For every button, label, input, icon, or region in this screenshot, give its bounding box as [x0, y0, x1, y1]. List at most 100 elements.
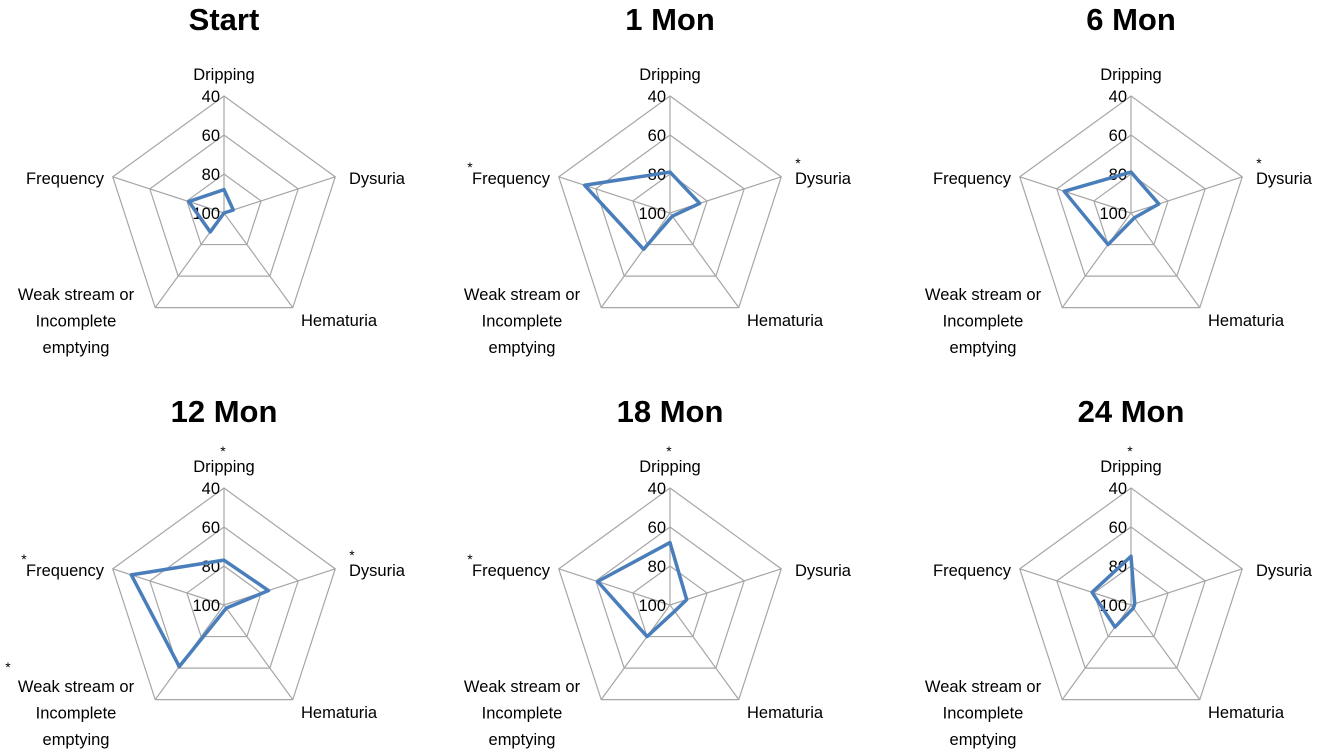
tick-label: 100 — [638, 597, 666, 615]
axis-label-line: Dripping — [1100, 66, 1161, 84]
axis-label-line: Frequency — [26, 562, 105, 580]
series-line — [582, 170, 702, 252]
axis-label-line: Weak stream or — [18, 286, 135, 304]
grid-ring — [1093, 173, 1169, 246]
axis-label-line: Hematuria — [747, 312, 824, 330]
tick-label: 40 — [648, 480, 666, 498]
axis-spoke — [1130, 568, 1243, 606]
significance-star: * — [795, 155, 801, 171]
grid-ring — [149, 134, 299, 277]
axis-label-line: Frequency — [26, 170, 105, 188]
axis-label: Hematuria — [747, 704, 824, 722]
axis-label-line: emptying — [489, 339, 556, 357]
axis-spoke — [558, 176, 671, 214]
axis-label: Dysuria — [795, 170, 852, 188]
axis-label: Dysuria — [1256, 562, 1313, 580]
grid-ring — [595, 526, 745, 669]
axis-label: Dysuria — [795, 562, 852, 580]
chart-title: 12 Mon — [171, 394, 278, 429]
axis-label-line: Dysuria — [795, 562, 852, 580]
axis-spoke — [1130, 212, 1201, 309]
axis-label-line: Dripping — [193, 458, 254, 476]
significance-star: * — [467, 159, 473, 175]
grid-ring — [186, 173, 262, 246]
axis-label-line: Dysuria — [1256, 170, 1313, 188]
significance-star: * — [666, 443, 672, 459]
tick-label: 60 — [202, 127, 220, 145]
axis-label-line: Weak stream or — [464, 678, 581, 696]
series-line — [187, 187, 236, 234]
significance-star: * — [5, 659, 11, 675]
grid-ring — [149, 526, 299, 669]
axis-spoke — [1130, 176, 1243, 214]
series-line — [1062, 170, 1161, 247]
axis-spoke — [669, 604, 740, 701]
chart-title: 6 Mon — [1086, 2, 1176, 37]
axis-label-line: Hematuria — [747, 704, 824, 722]
axis-label-line: Hematuria — [301, 704, 378, 722]
tick-label: 80 — [202, 166, 220, 184]
grid-ring — [1056, 134, 1206, 277]
grid-ring — [632, 565, 708, 638]
axis-label: Hematuria — [301, 312, 378, 330]
axis-label-line: Incomplete — [943, 313, 1024, 331]
axis-spoke — [223, 604, 294, 701]
axis-label-line: emptying — [489, 731, 556, 749]
axis-spoke — [1019, 176, 1132, 214]
axis-label-line: Weak stream or — [925, 286, 1042, 304]
tick-label: 100 — [1099, 205, 1127, 223]
axis-label-line: Dysuria — [349, 562, 406, 580]
axis-label-line: emptying — [950, 339, 1017, 357]
axis-label: Frequency — [933, 562, 1012, 580]
axis-label-line: Hematuria — [301, 312, 378, 330]
radar-chart-0: Start406080100DrippingDysuriaHematuriaWe… — [18, 2, 406, 357]
tick-label: 60 — [648, 519, 666, 537]
axis-label-line: Incomplete — [482, 313, 563, 331]
radar-chart-3: 12 Mon406080100Dripping*Dysuria*Hematuri… — [5, 394, 405, 749]
tick-label: 80 — [648, 558, 666, 576]
significance-star: * — [1127, 443, 1133, 459]
axis-label: Dysuria — [349, 170, 406, 188]
axis-label: Dripping — [1100, 66, 1161, 84]
chart-title: 1 Mon — [625, 2, 715, 37]
axis-label: Dripping — [639, 66, 700, 84]
axis-label-line: Frequency — [933, 170, 1012, 188]
axis-label-line: emptying — [43, 339, 110, 357]
axis-label-line: Frequency — [472, 170, 551, 188]
axis-spoke — [223, 568, 336, 606]
axis-label: Dripping — [1100, 458, 1161, 476]
tick-label: 60 — [1109, 127, 1127, 145]
grid-ring — [1093, 565, 1169, 638]
tick-label: 40 — [1109, 480, 1127, 498]
axis-spoke — [223, 212, 294, 309]
tick-label: 100 — [638, 205, 666, 223]
axis-spoke — [600, 604, 671, 701]
axis-label-line: Frequency — [472, 562, 551, 580]
axis-label: Dysuria — [1256, 170, 1313, 188]
grid-ring — [558, 487, 782, 701]
axis-label-line: Hematuria — [1208, 704, 1285, 722]
axis-label: Frequency — [472, 170, 551, 188]
chart-title: Start — [189, 2, 260, 37]
axis-label: Hematuria — [1208, 704, 1285, 722]
grid-ring — [1056, 526, 1206, 669]
grid-ring — [112, 487, 336, 701]
series-line — [595, 540, 689, 639]
tick-label: 40 — [202, 88, 220, 106]
grid-ring — [632, 173, 708, 246]
axis-label-line: Weak stream or — [925, 678, 1042, 696]
axis-label-line: Dysuria — [1256, 562, 1313, 580]
axis-spoke — [1061, 212, 1132, 309]
axis-label: Dripping — [639, 458, 700, 476]
axis-label-line: Dripping — [193, 66, 254, 84]
axis-label: Hematuria — [1208, 312, 1285, 330]
axis-label-line: emptying — [43, 731, 110, 749]
axis-label-line: Incomplete — [943, 705, 1024, 723]
axis-label: Frequency — [472, 562, 551, 580]
axis-spoke — [223, 176, 336, 214]
axis-spoke — [558, 568, 671, 606]
axis-label: Frequency — [26, 170, 105, 188]
